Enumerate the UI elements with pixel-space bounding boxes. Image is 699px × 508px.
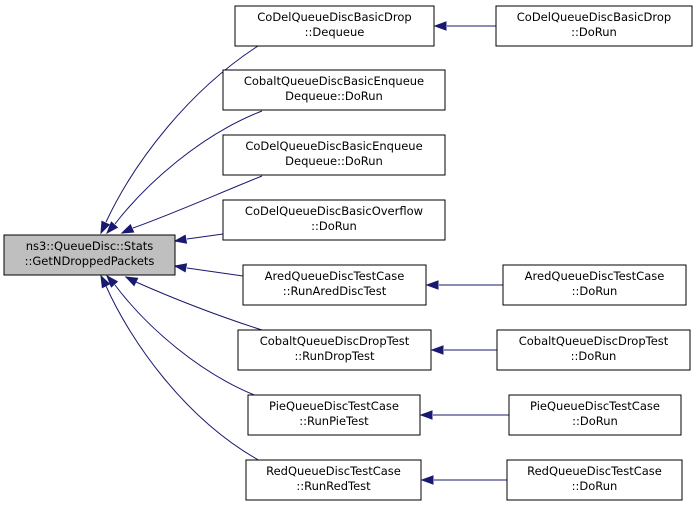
node-codel-drop-deq[interactable]: CoDelQueueDiscBasicDrop::Dequeue xyxy=(234,5,435,47)
edge-line xyxy=(186,233,224,240)
node-cobalt-drop-dorun[interactable]: CobaltQueueDiscDropTest::DoRun xyxy=(496,329,691,371)
node-box xyxy=(495,5,693,47)
node-box xyxy=(237,329,432,371)
node-label-line: CobaltQueueDiscBasicEnqueue xyxy=(244,74,424,88)
node-pie-run-test[interactable]: PieQueueDiscTestCase::RunPieTest xyxy=(247,394,421,436)
node-label-line: ::DoRun xyxy=(572,284,618,298)
node-red-dorun[interactable]: RedQueueDiscTestCase::DoRun xyxy=(506,459,683,501)
node-cobalt-drop-test[interactable]: CobaltQueueDiscDropTest::RunDropTest xyxy=(237,329,432,371)
nodes: ns3::QueueDisc::Stats::GetNDroppedPacket… xyxy=(3,5,693,501)
arrow-head-icon xyxy=(173,234,188,244)
node-label-line: AredQueueDiscTestCase xyxy=(525,269,665,283)
edge-cobalt_enq_deq-to-root xyxy=(106,110,263,235)
arrow-head-icon xyxy=(106,274,119,288)
node-box xyxy=(502,264,687,306)
node-label-line: CoDelQueueDiscBasicEnqueue xyxy=(245,139,422,153)
edge-ared_run_test-to-root xyxy=(173,263,244,277)
node-label-line: Dequeue::DoRun xyxy=(285,154,383,168)
node-label-line: ::DoRun xyxy=(311,219,357,233)
node-label-line: PieQueueDiscTestCase xyxy=(530,399,660,413)
node-box xyxy=(496,329,691,371)
node-box xyxy=(222,199,446,241)
arrow-head-icon xyxy=(124,276,139,287)
node-label-line: ::Dequeue xyxy=(305,25,365,39)
arrow-head-icon xyxy=(120,223,135,234)
node-label-line: ::DoRun xyxy=(571,25,617,39)
node-ared-run-test[interactable]: AredQueueDiscTestCase::RunAredDiscTest xyxy=(242,264,427,306)
node-label-line: Dequeue::DoRun xyxy=(285,89,383,103)
edge-codel_drop_run-to-codel_drop_deq xyxy=(433,21,496,31)
node-box xyxy=(247,394,421,436)
edge-pie_dorun-to-pie_run_test xyxy=(419,410,509,420)
edge-cobalt_drop_test-to-root xyxy=(124,276,263,331)
node-cobalt-enq-deq[interactable]: CobaltQueueDiscBasicEnqueueDequeue::DoRu… xyxy=(222,69,446,111)
node-box xyxy=(3,234,176,276)
node-codel-overflow[interactable]: CoDelQueueDiscBasicOverflow::DoRun xyxy=(222,199,446,241)
node-root[interactable]: ns3::QueueDisc::Stats::GetNDroppedPacket… xyxy=(3,234,176,276)
edge-line xyxy=(132,175,263,229)
arrow-head-icon xyxy=(420,475,434,485)
edge-codel_overflow-to-root xyxy=(173,233,224,244)
node-box xyxy=(222,134,446,176)
node-label-line: CoDelQueueDiscBasicOverflow xyxy=(245,204,423,218)
node-label-line: CobaltQueueDiscDropTest xyxy=(519,334,669,348)
node-box xyxy=(242,264,427,306)
node-box xyxy=(222,69,446,111)
node-label-line: RedQueueDiscTestCase xyxy=(527,464,662,478)
node-label-line: ns3::QueueDisc::Stats xyxy=(26,239,154,253)
edge-codel_drop_deq-to-root xyxy=(100,45,259,235)
node-box xyxy=(508,394,682,436)
node-label-line: CobaltQueueDiscDropTest xyxy=(260,334,410,348)
node-box xyxy=(245,459,422,501)
arrow-head-icon xyxy=(419,410,433,420)
node-red-run-test[interactable]: RedQueueDiscTestCase::RunRedTest xyxy=(245,459,422,501)
node-label-line: ::DoRun xyxy=(572,479,618,493)
node-box xyxy=(234,5,435,47)
edge-red_dorun-to-red_run_test xyxy=(420,475,507,485)
node-label-line: ::RunRedTest xyxy=(296,479,371,493)
edge-line xyxy=(105,285,263,463)
node-label-line: ::RunAredDiscTest xyxy=(283,284,387,298)
edge-cobalt_drop_dorun-to-cobalt_drop_test xyxy=(430,345,497,355)
node-box xyxy=(506,459,683,501)
arrow-head-icon xyxy=(106,221,119,235)
node-codel-drop-run[interactable]: CoDelQueueDiscBasicDrop::DoRun xyxy=(495,5,693,47)
node-ared-dorun[interactable]: AredQueueDiscTestCase::DoRun xyxy=(502,264,687,306)
node-pie-dorun[interactable]: PieQueueDiscTestCase::DoRun xyxy=(508,394,682,436)
node-label-line: ::RunDropTest xyxy=(294,349,375,363)
edge-pie_run_test-to-root xyxy=(106,274,263,399)
node-label-line: ::RunPieTest xyxy=(299,414,369,428)
edge-line xyxy=(105,45,259,223)
arrow-head-icon xyxy=(430,345,444,355)
arrow-head-icon xyxy=(425,280,439,290)
node-label-line: CoDelQueueDiscBasicDrop xyxy=(257,10,411,24)
edge-line xyxy=(114,284,263,399)
node-label-line: CoDelQueueDiscBasicDrop xyxy=(517,10,671,24)
node-label-line: AredQueueDiscTestCase xyxy=(265,269,405,283)
edge-codel_enq_deq-to-root xyxy=(120,175,263,234)
arrow-head-icon xyxy=(100,220,111,235)
node-label-line: ::DoRun xyxy=(572,414,618,428)
edge-line xyxy=(135,281,263,331)
edge-line xyxy=(186,267,244,277)
edges xyxy=(100,21,509,485)
node-label-line: RedQueueDiscTestCase xyxy=(266,464,401,478)
node-label-line: ::GetNDroppedPackets xyxy=(25,254,155,268)
edge-ared_dorun-to-ared_run_test xyxy=(425,280,503,290)
edge-line xyxy=(114,110,263,225)
edge-red_run_test-to-root xyxy=(100,274,263,463)
arrow-head-icon xyxy=(100,274,111,289)
node-label-line: ::DoRun xyxy=(571,349,617,363)
node-label-line: PieQueueDiscTestCase xyxy=(269,399,399,413)
arrow-head-icon xyxy=(433,21,447,31)
arrow-head-icon xyxy=(173,263,188,273)
